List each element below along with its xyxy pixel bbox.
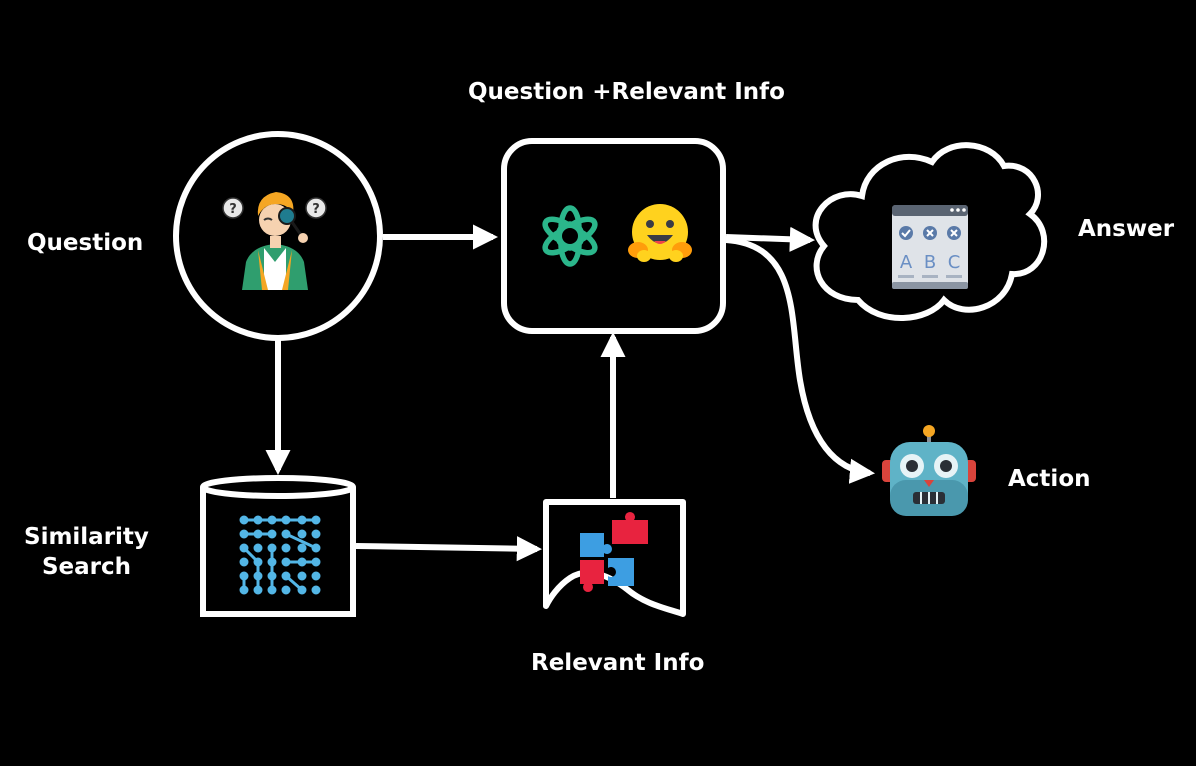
confused-person-icon: ? ?: [222, 192, 327, 290]
relevant-info-node: [543, 499, 686, 617]
svg-text:?: ?: [312, 202, 320, 217]
answer-option-c: C: [948, 252, 961, 273]
quiz-options-icon: A B C: [892, 205, 968, 289]
edge-llm-to-action: [725, 237, 876, 484]
vector-db-node: [200, 475, 356, 617]
robot-icon: [882, 425, 976, 516]
edge-db-to-info: [355, 536, 543, 562]
action-label: Action: [1008, 466, 1091, 492]
answer-option-a: A: [900, 252, 913, 273]
similarity-search-line2: Search: [41, 554, 131, 580]
question-node: ? ?: [173, 131, 383, 341]
puzzle-icon: [580, 512, 648, 592]
relevant-info-label: Relevant Info: [531, 650, 705, 676]
openai-icon: [542, 205, 598, 267]
answer-label: Answer: [1078, 216, 1175, 242]
vector-network-icon: [239, 515, 321, 595]
similarity-search-line1: Similarity: [24, 524, 149, 550]
edge-llm-to-answer: [725, 226, 816, 252]
question-label: Question: [27, 230, 144, 256]
similarity-search-label: Similarity Search: [24, 522, 149, 582]
answer-option-b: B: [924, 252, 936, 273]
huggingface-icon: [628, 204, 692, 262]
answer-node: A B C: [812, 142, 1048, 321]
svg-text:?: ?: [229, 202, 237, 217]
llm-input-label: Question +Relevant Info: [468, 79, 785, 105]
llm-node: [501, 138, 726, 334]
